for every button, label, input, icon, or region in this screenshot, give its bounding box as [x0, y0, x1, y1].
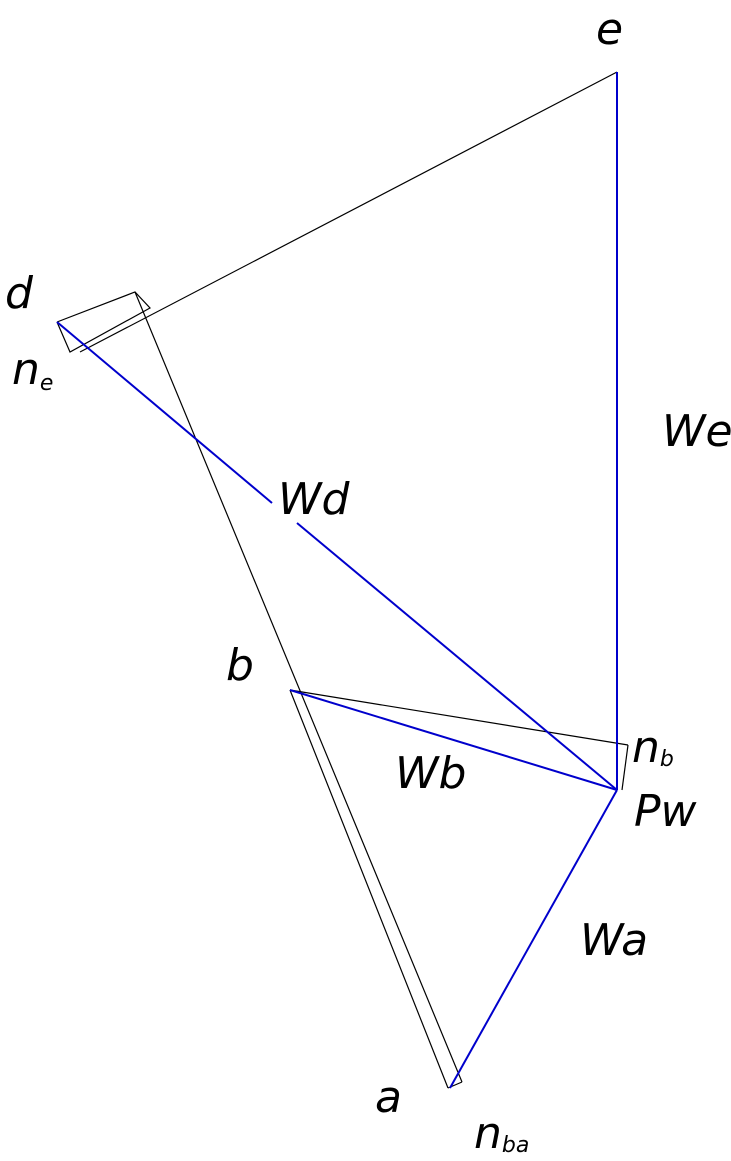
- line-b-to-nb: [289, 689, 629, 746]
- vector-wd-lower: [296, 522, 618, 791]
- label-point-a: a: [375, 1072, 402, 1123]
- vector-wa: [449, 789, 618, 1089]
- label-vector-wa: Wa: [580, 915, 648, 966]
- line-e-to-ne: [79, 71, 618, 353]
- label-normal-ne-main: n: [12, 344, 40, 395]
- construction-lines: [56, 71, 629, 1089]
- label-normal-nba-sub: ba: [502, 1133, 529, 1158]
- line-b-to-a: [289, 689, 449, 1089]
- label-point-d: d: [5, 268, 34, 319]
- label-normal-ne-sub: e: [40, 371, 54, 396]
- line-ne-to-nba: [134, 291, 463, 1083]
- label-normal-nba-main: n: [474, 1108, 502, 1159]
- label-normal-nb: nb: [632, 722, 674, 773]
- label-normal-ne: ne: [12, 344, 53, 396]
- label-normal-nba: nba: [474, 1108, 529, 1159]
- label-pole-pw: Pw: [634, 786, 698, 837]
- velocity-vectors: [56, 72, 618, 1089]
- label-normal-nb-sub: b: [660, 747, 674, 772]
- label-point-e: e: [596, 4, 623, 55]
- label-normal-nb-main: n: [632, 722, 660, 773]
- label-point-b: b: [226, 640, 254, 691]
- vector-wd-upper: [56, 321, 273, 504]
- label-vector-we: We: [662, 406, 731, 457]
- right-angle-marker-ne: [56, 291, 151, 353]
- right-angle-marker-nb: [621, 744, 629, 791]
- vector-wb: [289, 689, 618, 791]
- label-vector-wd: Wd: [278, 474, 351, 525]
- label-vector-wb: Wb: [395, 748, 466, 799]
